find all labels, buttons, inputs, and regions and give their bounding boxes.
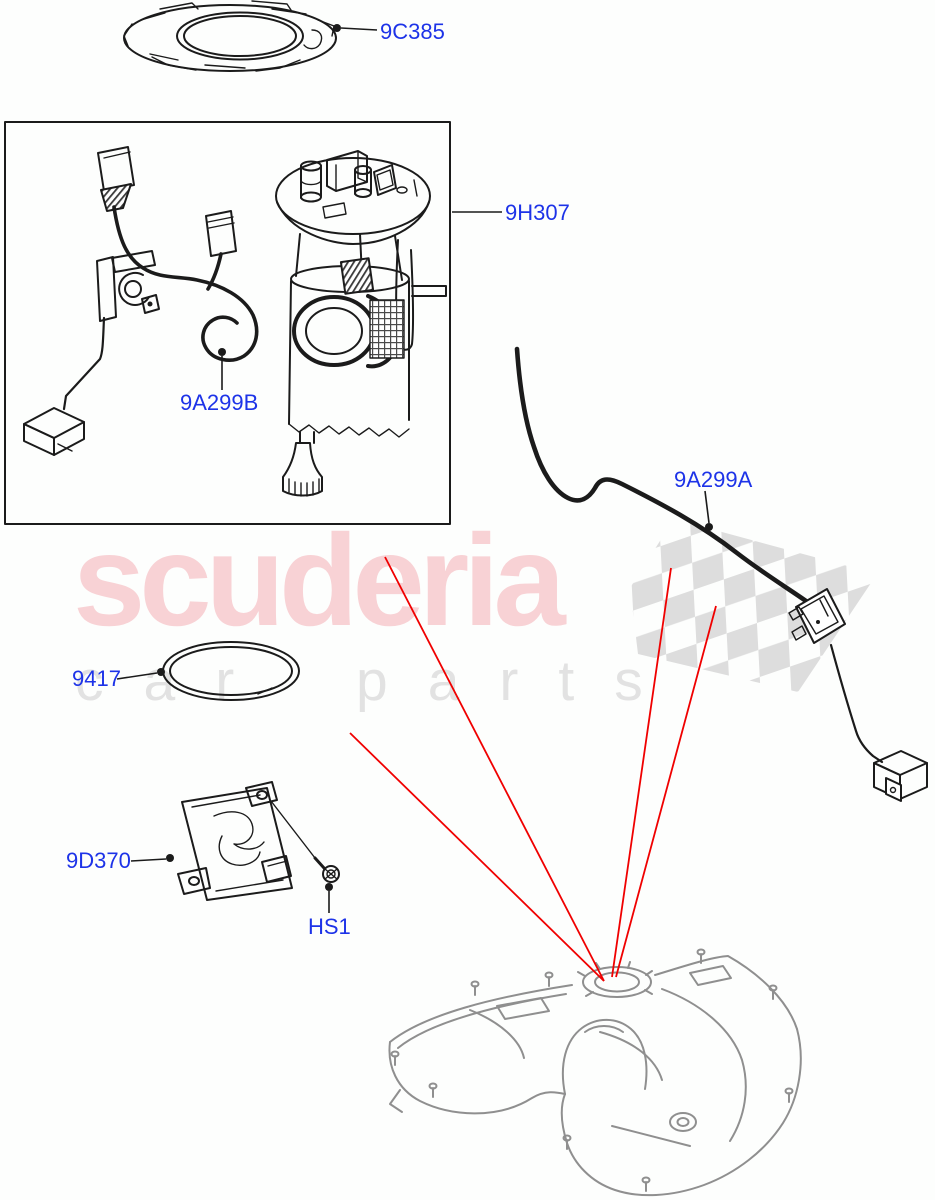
tank-saddle-tunnel xyxy=(561,1018,648,1095)
part-label-hs1[interactable]: HS1 xyxy=(308,914,351,939)
wiring-harness xyxy=(112,205,259,362)
tank-mounting-studs xyxy=(390,948,794,1192)
float-arm xyxy=(62,316,106,411)
locator-line xyxy=(384,556,605,982)
part-label-9c385[interactable]: 9C385 xyxy=(380,19,445,44)
callout-dot xyxy=(166,854,174,862)
callout-dot xyxy=(218,348,226,356)
part-label-9a299b[interactable]: 9A299B xyxy=(180,390,258,415)
float-arm xyxy=(829,643,884,764)
locking-ring-drawing xyxy=(123,0,337,72)
red-locator-lines xyxy=(349,556,717,982)
screw-drawing xyxy=(270,800,340,883)
checkered-flag-graphic xyxy=(630,519,877,692)
callout-dot xyxy=(705,523,713,531)
locator-line xyxy=(349,732,605,982)
sender-cable xyxy=(514,346,809,604)
watermark-brand-text: scuderia xyxy=(73,507,567,653)
callout-dot xyxy=(333,24,341,32)
float xyxy=(873,750,928,802)
part-label-9417[interactable]: 9417 xyxy=(72,666,121,691)
sender-a-drawing xyxy=(514,346,928,802)
component-box xyxy=(4,121,451,525)
sender-bracket xyxy=(96,256,117,322)
pump-strainer xyxy=(282,442,323,497)
part-label-9a299a[interactable]: 9A299A xyxy=(674,467,753,492)
watermark: scuderia car parts xyxy=(73,507,877,713)
fuel-tank-drawing xyxy=(388,948,802,1197)
callout-dot xyxy=(157,668,165,676)
sender-harness-drawing xyxy=(23,146,259,456)
harness-connector-b xyxy=(205,210,237,257)
float xyxy=(23,407,85,456)
callout-dot xyxy=(325,883,333,891)
locator-line xyxy=(615,605,717,978)
harness-connector-a xyxy=(97,146,135,192)
part-label-9d370[interactable]: 9D370 xyxy=(66,848,131,873)
callout-leader xyxy=(130,858,167,862)
callout-leader xyxy=(340,27,378,31)
sender-clamp xyxy=(118,272,150,306)
callout-leader xyxy=(704,490,710,524)
sender-unit-body xyxy=(795,588,846,644)
pump-module-drawing xyxy=(275,150,447,497)
ring-latch-detail xyxy=(303,29,323,50)
control-module-drawing xyxy=(177,781,293,901)
module-connector xyxy=(261,855,292,883)
callouts: 9C385 9H307 9A299B 9A299A 9417 9D370 HS1 xyxy=(66,19,753,939)
tank-pump-aperture xyxy=(582,966,652,998)
callout-leader xyxy=(116,672,158,680)
pump-outlet-stub xyxy=(411,285,447,297)
watermark-tagline-text: car parts xyxy=(75,649,683,713)
part-label-9h307[interactable]: 9H307 xyxy=(505,200,570,225)
pump-flange xyxy=(275,157,431,235)
locator-line xyxy=(611,567,672,978)
pump-electrical-connector xyxy=(326,150,368,192)
